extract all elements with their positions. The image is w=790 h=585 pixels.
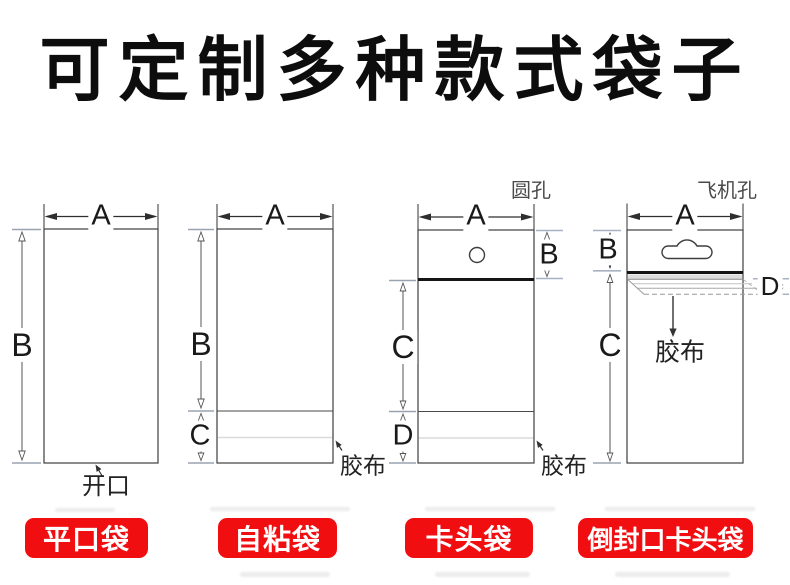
bag3-body-outline	[417, 229, 535, 464]
smudge-mark	[435, 572, 530, 577]
bag1-height-dim-label: B	[8, 328, 36, 362]
bag3-flap-arrowhead-bottom	[399, 453, 407, 463]
bag4-width-arrowhead-right	[730, 213, 743, 220]
bag2-tape-leader-arrowhead	[335, 440, 342, 448]
smudge-mark	[425, 507, 555, 511]
bag1-opening-leader-arrowhead	[95, 464, 102, 472]
bag2-flap-arrowhead-bottom	[197, 452, 205, 462]
bag3-round-hole-label: 圆孔	[511, 180, 551, 202]
bag3-header-dim-label: B	[536, 239, 562, 271]
button-self-adhesive-bag[interactable]: 自粘袋	[218, 518, 337, 558]
bag4-flap-diagonal-left	[627, 279, 645, 295]
bag1-opening-label: 开口	[82, 473, 130, 500]
button-header-bag[interactable]: 卡头袋	[405, 518, 533, 558]
bag2-width-arrowhead-right	[320, 213, 333, 220]
bag4-body-arrowhead-bottom	[606, 452, 614, 463]
bag2-tape-label: 胶布	[340, 452, 386, 479]
bag1-height-arrowhead-bottom	[18, 450, 26, 462]
bag2-width-dim-label: A	[262, 200, 288, 232]
bag4-body-dim-label: C	[595, 328, 625, 362]
bag3-tape-leader-arrowhead	[536, 440, 543, 448]
button-flat-mouth-bag[interactable]: 平口袋	[25, 518, 148, 558]
bag4-tape-pointer-arrowhead	[669, 328, 677, 337]
bag4-header-dim-label: B	[595, 234, 621, 266]
bag1-height-arrowhead-top	[18, 230, 26, 242]
bag1-flat-mouth-diagram	[12, 204, 159, 477]
bag3-width-arrowhead-right	[521, 213, 534, 221]
bag2-body-dim-label: B	[187, 327, 215, 361]
bag1-width-arrowhead-right	[145, 213, 158, 220]
bag3-width-arrowhead-left	[418, 213, 431, 221]
bag3-body-arrowhead-bottom	[399, 400, 407, 411]
bag2-flap-dim-label: C	[186, 420, 214, 452]
bag3-body-arrowhead-top	[399, 281, 407, 292]
smudge-mark	[605, 507, 755, 511]
bag4-body-arrowhead-top	[606, 273, 614, 283]
bag1-width-arrowhead-left	[44, 213, 57, 220]
bag1-width-dim-label: A	[88, 200, 114, 232]
bag3-width-dim-label: A	[463, 200, 489, 232]
bag3-flap-dim-label: D	[389, 420, 417, 452]
bag2-width-arrowhead-left	[217, 213, 230, 220]
bag4-width-arrowhead-left	[627, 213, 640, 220]
bag4-tape-label: 胶布	[654, 338, 706, 367]
bag3-tape-label: 胶布	[541, 452, 587, 479]
bag3-header-bag-diagram	[389, 204, 563, 464]
bag1-body-outline	[43, 228, 159, 464]
bag2-self-adhesive-diagram	[188, 204, 343, 464]
bag4-reverse-seal-diagram	[593, 203, 789, 464]
smudge-mark	[210, 507, 350, 511]
bag2-body-outline	[216, 228, 334, 464]
airplane-hole-icon	[661, 239, 713, 260]
bag2-body-arrowhead-bottom	[197, 398, 205, 410]
smudge-mark	[240, 572, 330, 577]
smudge-mark	[55, 508, 115, 512]
bag4-airplane-hole-label: 飞机孔	[697, 180, 757, 202]
bag2-body-arrowhead-top	[197, 230, 205, 242]
smudge-mark	[615, 572, 730, 577]
bag3-body-dim-label: C	[388, 330, 418, 364]
round-hole-icon	[468, 246, 486, 264]
bag4-body-outline	[626, 229, 744, 464]
bag4-flap-dim-label: D	[757, 272, 783, 300]
page-title: 可定制多种款式袋子	[39, 31, 751, 109]
button-reverse-seal-header-bag[interactable]: 倒封口卡头袋	[578, 518, 753, 558]
bag4-width-dim-label: A	[672, 200, 698, 232]
bag4-folded-flap-band	[628, 274, 742, 279]
